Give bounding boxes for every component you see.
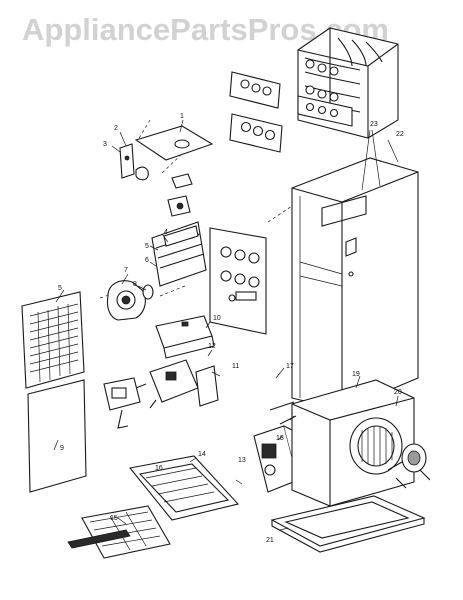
leader-lines bbox=[53, 119, 399, 531]
label-part-11: 11 bbox=[232, 363, 239, 370]
base-pan bbox=[270, 495, 426, 553]
label-part-6: 6 bbox=[145, 257, 149, 264]
gasket-plate-upper bbox=[229, 71, 281, 109]
control-module bbox=[135, 359, 219, 409]
label-part-5b: 5 bbox=[58, 285, 62, 292]
control-bracket bbox=[155, 315, 215, 359]
label-part-4: 4 bbox=[164, 229, 168, 236]
burner-assembly bbox=[151, 221, 207, 287]
rollout-switch bbox=[167, 173, 193, 217]
label-part-16: 16 bbox=[155, 465, 163, 472]
lower-door bbox=[27, 379, 87, 493]
label-part-23: 23 bbox=[370, 121, 378, 128]
gas-valve bbox=[103, 377, 141, 429]
heat-exchanger bbox=[297, 27, 399, 139]
label-part-19: 19 bbox=[352, 371, 360, 378]
label-part-17: 17 bbox=[286, 363, 294, 370]
label-part-9: 9 bbox=[60, 445, 64, 452]
label-part-22: 22 bbox=[396, 131, 404, 138]
blower-assembly bbox=[269, 379, 415, 507]
label-part-15: 15 bbox=[110, 515, 118, 522]
label-part-13: 13 bbox=[238, 457, 246, 464]
label-part-14: 14 bbox=[198, 451, 206, 458]
top-cover bbox=[134, 125, 214, 161]
label-part-5a: 5 bbox=[145, 243, 149, 250]
label-part-3: 3 bbox=[103, 141, 107, 148]
filter-rack bbox=[128, 455, 240, 521]
label-part-21: 21 bbox=[266, 537, 274, 544]
explode-guides bbox=[99, 119, 389, 481]
label-part-10: 10 bbox=[213, 315, 221, 322]
label-part-1: 1 bbox=[180, 113, 184, 120]
cabinet bbox=[291, 157, 419, 411]
label-part-7: 7 bbox=[124, 267, 128, 274]
door-grille bbox=[21, 291, 85, 389]
label-part-18: 18 bbox=[276, 435, 284, 442]
limit-bracket bbox=[119, 143, 149, 181]
gasket-plate-lower bbox=[229, 113, 283, 153]
label-part-20: 20 bbox=[394, 389, 402, 396]
filter bbox=[67, 505, 171, 559]
label-part-8: 8 bbox=[133, 281, 137, 288]
label-part-12: 12 bbox=[208, 343, 216, 350]
label-part-2: 2 bbox=[114, 125, 118, 132]
inducer-motor bbox=[106, 280, 154, 321]
burner-panel bbox=[209, 227, 267, 335]
blower-motor bbox=[387, 443, 431, 489]
